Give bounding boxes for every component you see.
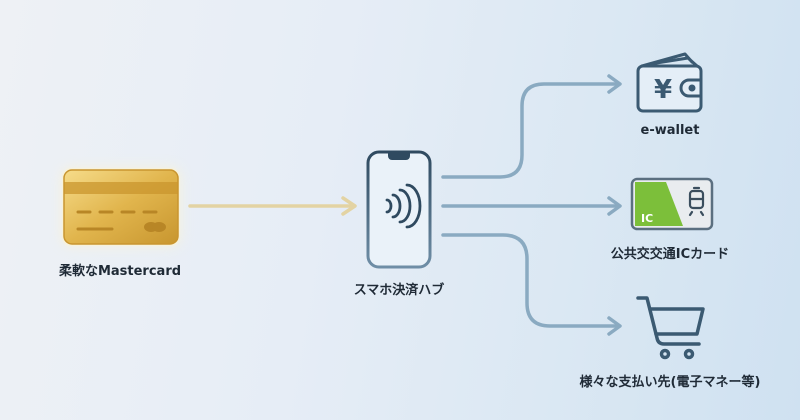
ic-card-label: 公共交交通ICカード (610, 247, 730, 262)
svg-text:¥: ¥ (654, 75, 672, 105)
other-payments-label: 様々な支払い先(電子マネー等) (579, 375, 761, 390)
svg-text:IC: IC (641, 212, 653, 225)
arrow-card-to-hub (188, 196, 357, 216)
shopping-cart-icon (636, 296, 705, 360)
hub-label: スマホ決済ハブ (353, 283, 445, 298)
source-label: 柔軟なMastercard (58, 264, 182, 279)
wallet-yen-icon: ¥ (636, 52, 703, 113)
arrows-hub-to-targets (441, 74, 622, 336)
credit-card-icon (62, 168, 180, 246)
ic-card-train-icon: IC (630, 177, 714, 231)
smartphone-nfc-icon (366, 150, 432, 269)
ewallet-label: e-wallet (640, 123, 700, 138)
arrow-to-ewallet (441, 82, 621, 179)
arrow-to-other-payments (441, 233, 621, 328)
